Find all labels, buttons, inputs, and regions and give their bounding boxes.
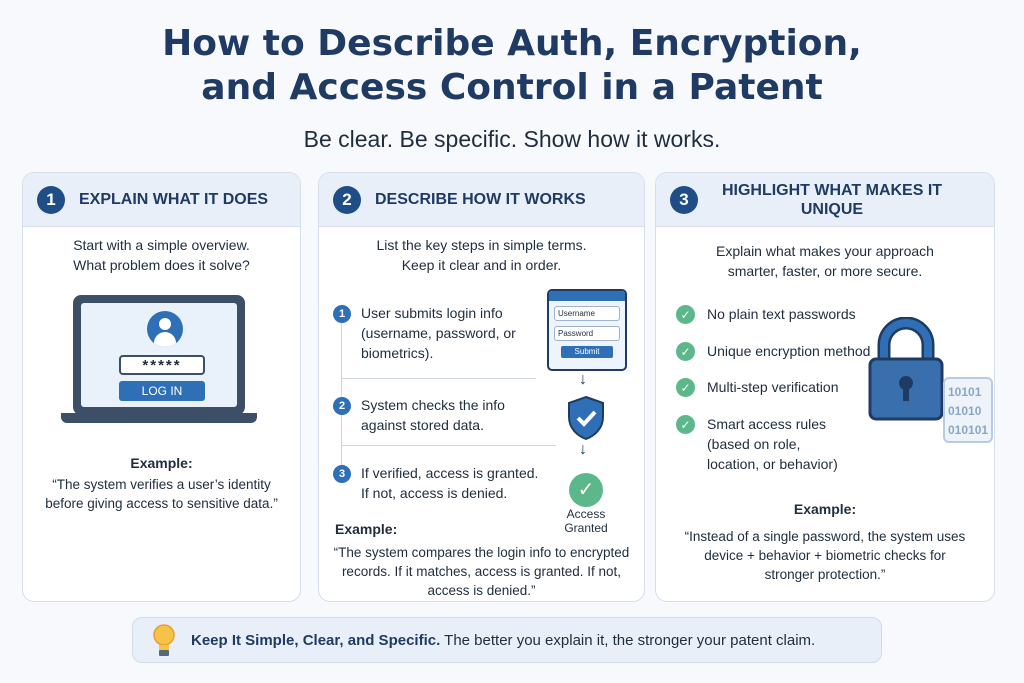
binary-line: 010101 <box>948 421 991 440</box>
feature-item: ✓ Multi-step verification <box>676 377 839 397</box>
intro-line: Explain what makes your approach <box>656 241 994 261</box>
step-number: 1 <box>333 305 351 323</box>
lightbulb-icon <box>149 621 179 659</box>
step-number-badge: 1 <box>37 186 65 214</box>
login-form-illustration: Username Password Submit <box>547 289 627 371</box>
page-title: How to Describe Auth, Encryption,and Acc… <box>0 22 1024 110</box>
example-text: “Instead of a single password, the syste… <box>678 527 972 584</box>
example-text: “The system compares the login info to e… <box>329 543 634 600</box>
intro-line: smarter, faster, or more secure. <box>656 261 994 281</box>
tip-text: The better you explain it, the stronger … <box>440 632 815 649</box>
step-number-badge: 2 <box>333 186 361 214</box>
example-label: Example: <box>656 501 994 517</box>
submit-button: Submit <box>561 346 613 358</box>
feature-text: Smart access rules (based on role, locat… <box>707 414 846 474</box>
check-icon: ✓ <box>676 305 695 324</box>
access-granted-check-icon: ✓ <box>569 473 603 507</box>
padlock-icon <box>868 317 944 423</box>
step-text: User submits login info (username, passw… <box>361 303 533 363</box>
step-number-badge: 3 <box>670 186 698 214</box>
example-label: Example: <box>23 455 300 471</box>
step-number: 2 <box>333 397 351 415</box>
step-item: 1 User submits login info (username, pass… <box>333 303 533 363</box>
tip-bold: Keep It Simple, Clear, and Specific. <box>191 632 440 649</box>
card-how-it-works: 2 DESCRIBE HOW IT WORKS List the key step… <box>318 172 645 602</box>
arrow-down-icon: ↓ <box>579 441 587 459</box>
card-heading: DESCRIBE HOW IT WORKS <box>375 190 586 209</box>
laptop-icon: ***** LOG IN <box>73 295 245 415</box>
login-button: LOG IN <box>119 381 205 401</box>
feature-item: ✓ Smart access rules (based on role, loca… <box>676 414 846 474</box>
intro-line: Start with a simple overview. <box>23 235 300 255</box>
check-icon: ✓ <box>676 342 695 361</box>
arrow-down-icon: ↓ <box>579 371 587 389</box>
feature-item: ✓ No plain text passwords <box>676 304 856 324</box>
step-text: System checks the info against stored da… <box>361 395 533 435</box>
binary-line: 10101 <box>948 383 991 402</box>
step-item: 3 If verified, access is granted. If not,… <box>333 463 548 503</box>
card-heading: HIGHLIGHT WHAT MAKES IT UNIQUE <box>712 181 952 219</box>
user-avatar-icon <box>147 311 183 347</box>
card-unique: 3 HIGHLIGHT WHAT MAKES IT UNIQUE Explain … <box>655 172 995 602</box>
intro-line: What problem does it solve? <box>23 255 300 275</box>
example-text: “The system verifies a user’s identity b… <box>37 475 286 513</box>
intro-line: Keep it clear and in order. <box>319 255 644 275</box>
feature-item: ✓ Unique encryption method <box>676 341 870 361</box>
card-explain: 1 EXPLAIN WHAT IT DOES Start with a simpl… <box>22 172 301 602</box>
access-granted-label: Access Granted <box>557 507 615 535</box>
binary-data-box: 1010101010010101 <box>943 377 993 443</box>
intro-line: List the key steps in simple terms. <box>319 235 644 255</box>
feature-text: No plain text passwords <box>707 304 856 324</box>
example-label: Example: <box>335 521 397 537</box>
binary-line: 01010 <box>948 402 991 421</box>
check-icon: ✓ <box>676 378 695 397</box>
step-item: 2 System checks the info against stored d… <box>333 395 533 435</box>
password-field: ***** <box>119 355 205 375</box>
shield-check-icon <box>566 395 606 441</box>
card-heading: EXPLAIN WHAT IT DOES <box>79 190 268 209</box>
feature-text: Multi-step verification <box>707 377 839 397</box>
title-line-1: How to Describe Auth, Encryption, <box>0 22 1024 66</box>
check-icon: ✓ <box>676 415 695 434</box>
tip-banner: Keep It Simple, Clear, and Specific. The… <box>132 617 882 663</box>
password-field: Password <box>554 326 620 341</box>
feature-text: Unique encryption method <box>707 341 870 361</box>
step-text: If verified, access is granted. If not, … <box>361 463 548 503</box>
subtitle: Be clear. Be specific. Show how it works… <box>0 126 1024 153</box>
username-field: Username <box>554 306 620 321</box>
title-line-2: and Access Control in a Patent <box>0 66 1024 110</box>
step-number: 3 <box>333 465 351 483</box>
